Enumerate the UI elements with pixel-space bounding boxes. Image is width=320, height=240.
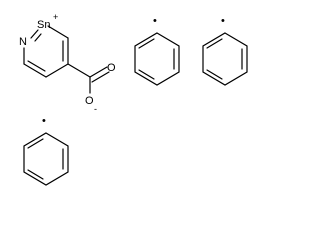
radical-dot-1: •	[153, 15, 157, 27]
bond-n-sn-double	[34, 33, 42, 42]
bond-c3-carboxyl	[67, 63, 91, 78]
radical-dot-2: •	[221, 15, 225, 27]
oxygen-charge: -	[94, 104, 97, 114]
carbonyl-oxygen-label: O	[107, 62, 116, 74]
phenyl-1-ring	[134, 32, 180, 86]
phenyl-radical-1: •	[134, 15, 180, 86]
bond-carboxyl-o-double	[89, 66, 108, 78]
phenyl-3-ring	[23, 132, 69, 186]
chemical-structure-drawing: Sn + N O O - • • •	[19, 12, 248, 186]
tin-atom-label: Sn	[37, 19, 50, 31]
phenyl-2-ring	[202, 32, 248, 86]
phenyl-2-double-b	[206, 69, 223, 80]
stannapyridine-ring: Sn + N O O -	[19, 12, 116, 114]
bond-c3-c4	[45, 63, 69, 78]
bond-carboxyl-o-double-2	[91, 71, 110, 83]
radical-dot-3: •	[42, 115, 46, 127]
phenyl-radical-3: •	[23, 115, 69, 186]
phenyl-2-double-c	[206, 38, 223, 49]
phenyl-1-double-b	[138, 69, 155, 80]
structure-canvas: Sn + N O O - • • •	[19, 12, 248, 186]
tin-charge: +	[53, 12, 58, 22]
carboxylate-oxygen-label: O	[85, 95, 94, 107]
phenyl-3-double-c	[27, 138, 44, 149]
nitrogen-atom-label: N	[19, 36, 27, 48]
bond-c4-c5-double	[27, 60, 46, 72]
phenyl-radical-2: •	[202, 15, 248, 86]
bond-c4-c5	[23, 63, 47, 78]
bond-n-sn	[30, 29, 39, 39]
phenyl-1-double-c	[138, 38, 155, 49]
phenyl-3-double-b	[27, 169, 44, 180]
bond-sn-c2	[47, 25, 69, 39]
